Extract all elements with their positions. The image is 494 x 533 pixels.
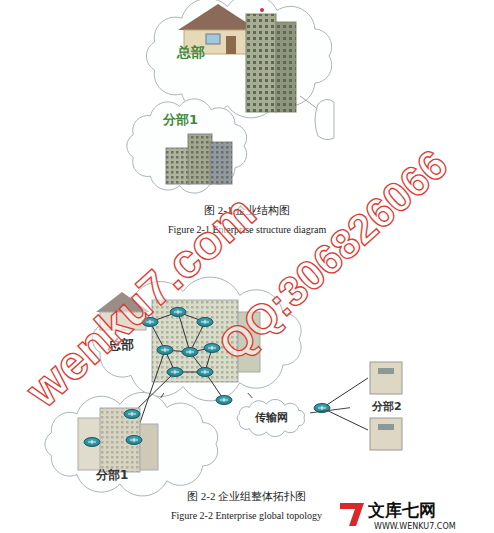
router-glyph xyxy=(201,320,209,324)
router-icon xyxy=(197,368,213,377)
router-icon xyxy=(84,438,100,447)
router-icon xyxy=(182,348,198,357)
hq-building xyxy=(178,4,296,112)
router-glyph xyxy=(161,348,169,352)
network-link xyxy=(161,393,164,398)
router-icon xyxy=(204,344,220,353)
router-icon xyxy=(167,368,183,377)
network-link xyxy=(310,408,350,413)
cloud-region: 传输网 xyxy=(232,398,310,438)
branch1-buildings xyxy=(78,408,158,472)
region-name: 分部1 xyxy=(163,112,198,128)
router-icon xyxy=(124,410,140,419)
logo-mark xyxy=(340,503,364,526)
cloud-shape xyxy=(45,392,218,495)
network-link xyxy=(248,393,253,398)
router-icon xyxy=(126,436,142,445)
router-icon xyxy=(197,318,213,327)
figure-caption: Figure 2-2 Enterprise global topology xyxy=(171,510,322,522)
region-name: 传输网 xyxy=(255,411,288,424)
logo-url: WWW.WENKU7.COM xyxy=(374,522,456,532)
cloud-region: 总部 xyxy=(145,0,335,112)
router-glyph xyxy=(174,310,182,314)
figure-caption: 图 2-2 企业组整体拓扑图 xyxy=(187,490,306,503)
region-name: 分部1 xyxy=(96,468,128,482)
router-glyph xyxy=(171,370,179,374)
router-glyph xyxy=(130,438,138,442)
router-glyph xyxy=(208,346,216,350)
cloud-outline xyxy=(145,0,335,112)
router-glyph xyxy=(220,398,228,402)
cloud-shape xyxy=(146,0,331,118)
logo-text: 文库七网 xyxy=(368,500,436,520)
branch-buildings xyxy=(166,134,232,184)
router-icon xyxy=(157,346,173,355)
cloud-shape xyxy=(237,399,304,436)
router-glyph xyxy=(88,440,96,444)
partial-cloud xyxy=(315,99,334,139)
router-glyph xyxy=(128,412,136,416)
watermark: QQ:306826066 xyxy=(209,140,458,371)
region-name: 分部2 xyxy=(372,400,402,413)
router-glyph xyxy=(186,350,194,354)
region-name: 总部 xyxy=(177,44,205,61)
router-glyph xyxy=(201,370,209,374)
branch2-servers xyxy=(370,362,402,450)
router-icon xyxy=(216,396,232,405)
router-glyph xyxy=(318,406,326,410)
cloud-shape xyxy=(127,99,247,193)
